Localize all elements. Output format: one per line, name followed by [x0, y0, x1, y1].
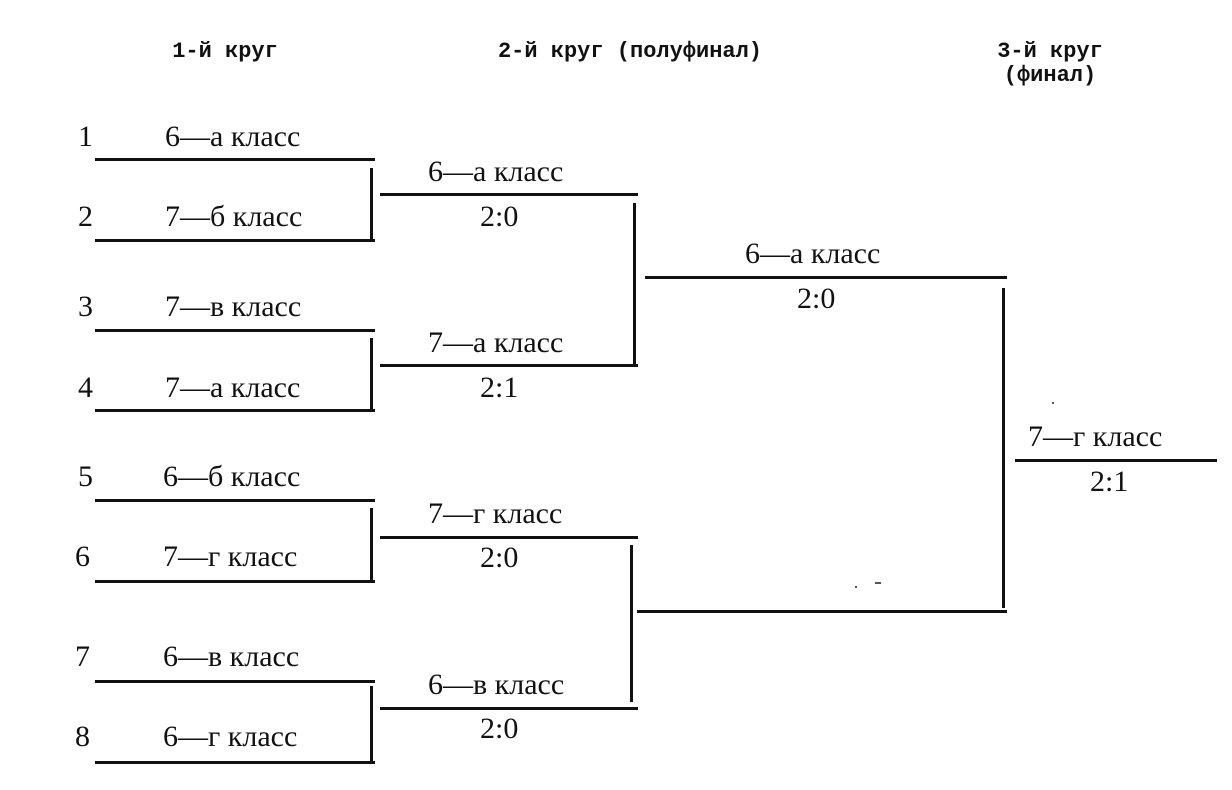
team-label: 6—а класс: [428, 155, 564, 188]
bracket-line: [95, 239, 375, 242]
team-label: 7—в класс: [165, 290, 302, 323]
print-speck: [1052, 402, 1054, 404]
team-label: 6—б класс: [163, 460, 301, 493]
seed-number: 8: [75, 720, 90, 753]
bracket-connector: [633, 203, 636, 364]
match-score: 2:0: [797, 282, 836, 315]
team-label: 6—в класс: [428, 668, 565, 701]
bracket-line: [95, 580, 375, 583]
bracket-connector: [370, 338, 373, 410]
team-label: 7—г класс: [428, 497, 563, 530]
team-label: 7—г класс: [163, 540, 298, 573]
bracket-line: [380, 193, 638, 196]
bracket-connector: [370, 508, 373, 580]
round2-header: 2-й круг (полуфинал): [497, 39, 763, 64]
bracket-connector: [370, 168, 373, 240]
team-label: 6—г класс: [163, 720, 298, 753]
match-score: 2:0: [480, 541, 519, 574]
seed-number: 2: [78, 200, 93, 233]
bracket-line: [95, 761, 375, 764]
seed-number: 6: [75, 540, 90, 573]
bracket-line: [380, 707, 638, 710]
match-score: 2:1: [480, 371, 519, 404]
round3-header: 3-й круг (финал): [980, 40, 1120, 88]
round3-header-line2: (финал): [1003, 63, 1097, 88]
bracket-connector: [630, 545, 633, 702]
seed-number: 1: [78, 120, 93, 153]
team-label: 7—а класс: [428, 326, 564, 359]
seed-number: 3: [78, 290, 93, 323]
match-score: 2:1: [1090, 465, 1129, 498]
match-score: 2:0: [480, 712, 519, 745]
bracket-line: [380, 536, 638, 539]
team-label: 6—а класс: [745, 237, 881, 270]
round1-header: 1-й круг: [172, 39, 278, 64]
print-speck: [855, 586, 857, 588]
bracket-line: [645, 276, 1007, 279]
bracket-line: [1015, 459, 1217, 462]
seed-number: 7: [75, 640, 90, 673]
bracket-line: [95, 499, 375, 502]
seed-number: 4: [78, 371, 93, 404]
bracket-connector: [370, 686, 373, 761]
bracket-line: [637, 610, 1007, 613]
bracket-line: [95, 409, 375, 412]
match-score: 2:0: [480, 200, 519, 233]
bracket-line: [380, 364, 638, 367]
team-label: 7—а класс: [165, 371, 301, 404]
team-label: 6—а класс: [165, 120, 301, 153]
winner-label: 7—г класс: [1028, 420, 1163, 453]
print-speck: [875, 582, 881, 584]
team-label: 7—б класс: [165, 200, 303, 233]
bracket-line: [95, 158, 375, 161]
bracket-line: [95, 680, 375, 683]
bracket-line: [95, 329, 375, 332]
bracket-connector: [1002, 288, 1005, 608]
round3-header-line1: 3-й круг: [997, 39, 1103, 64]
team-label: 6—в класс: [163, 640, 300, 673]
seed-number: 5: [78, 460, 93, 493]
